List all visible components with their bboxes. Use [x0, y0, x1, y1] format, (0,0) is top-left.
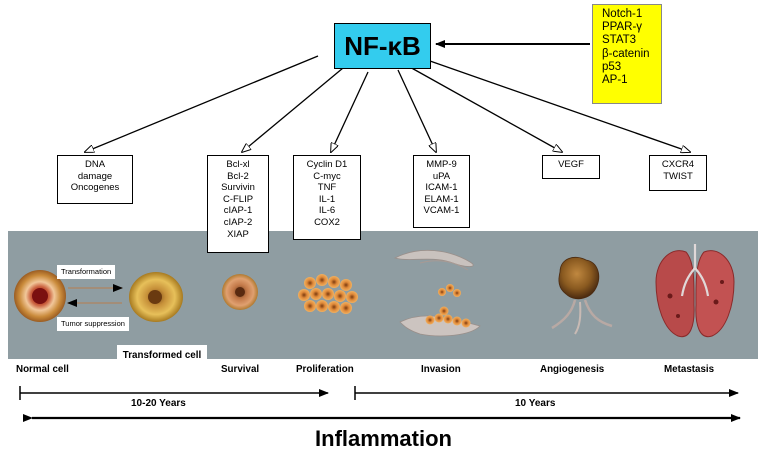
regulator-item: β-catenin — [602, 47, 650, 60]
gene-item: ELAM-1 — [424, 193, 459, 205]
stage-label-transformed-cell: Transformed cell — [117, 345, 207, 375]
gene-item: C-myc — [313, 170, 341, 182]
gene-box-survival: Bcl-xl Bcl-2 Survivin C-FLIP cIAP-1 cIAP… — [207, 155, 269, 253]
survival-cell-illustration — [222, 274, 258, 310]
regulator-item: AP-1 — [602, 74, 628, 87]
gene-item: VCAM-1 — [423, 205, 460, 217]
gene-item: IL-6 — [318, 205, 336, 217]
regulator-item: p53 — [602, 60, 622, 73]
gene-item: Bcl-xl — [226, 159, 250, 170]
gene-box-dna-damage: DNA damage Oncogenes — [57, 155, 133, 204]
stage-label-angiogenesis: Angiogenesis — [540, 364, 605, 375]
gene-item: XIAP — [227, 228, 249, 240]
gene-item: IL-1 — [318, 193, 336, 205]
timeline-second-label: 10 Years — [515, 398, 556, 409]
arrow-to-invasion-genes — [397, 69, 436, 152]
gene-box-invasion: MMP-9 uPA ICAM-1 ELAM-1 VCAM-1 — [413, 155, 470, 228]
gene-item: C-FLIP — [222, 193, 254, 205]
regulator-item: Notch-1 — [602, 8, 643, 20]
arrow-to-dna-damage — [85, 55, 319, 152]
gene-box-angiogenesis: VEGF — [542, 155, 600, 179]
gene-item: TNF — [317, 182, 337, 194]
tumor-suppression-label: Tumor suppression — [57, 317, 129, 331]
stage-label-metastasis: Metastasis — [664, 364, 715, 375]
metastasis-illustration — [655, 244, 735, 338]
gene-item: cIAP-1 — [223, 205, 253, 217]
gene-item: Survivin — [221, 182, 255, 194]
stage-label-normal-cell: Normal cell — [16, 364, 69, 375]
arrow-to-vegf — [407, 65, 562, 152]
nfkb-box: NF-κB — [334, 23, 431, 69]
gene-item: Cyclin D1 — [306, 159, 348, 170]
normal-cell-illustration — [14, 270, 66, 322]
gene-item: cIAP-2 — [223, 216, 253, 228]
timeline-first-span — [19, 386, 329, 400]
gene-item: MMP-9 — [426, 159, 457, 170]
gene-item: VEGF — [558, 159, 584, 170]
gene-box-metastasis: CXCR4 TWIST — [649, 155, 707, 191]
gene-item: DNA — [84, 159, 106, 170]
arrow-to-proliferation-genes — [331, 71, 369, 152]
proliferation-cells-illustration — [298, 274, 358, 314]
gene-item: uPA — [432, 170, 451, 182]
gene-item: Bcl-2 — [227, 170, 249, 182]
stage-label-proliferation: Proliferation — [296, 364, 354, 375]
invasion-illustration — [393, 249, 481, 337]
timeline-first-label: 10-20 Years — [131, 398, 186, 409]
gene-item: ICAM-1 — [425, 182, 458, 194]
gene-item: COX2 — [314, 216, 340, 228]
gene-box-proliferation: Cyclin D1 C-myc TNF IL-1 IL-6 COX2 — [293, 155, 361, 240]
arrow-to-cxcr4 — [429, 60, 690, 152]
gene-item: CXCR4 — [661, 159, 695, 170]
arrow-to-survival-genes — [242, 67, 344, 152]
regulator-item: STAT3 — [602, 34, 637, 47]
nfkb-label: NF-κB — [344, 31, 421, 61]
regulators-box: Notch-1 PPAR-γ STAT3 β-catenin p53 AP-1 — [592, 4, 662, 104]
gene-item: damage — [77, 170, 113, 182]
stage-label-survival: Survival — [221, 364, 260, 375]
stage-label-invasion: Invasion — [421, 364, 461, 375]
regulator-item: PPAR-γ — [602, 21, 643, 34]
gene-item: Oncogenes — [70, 182, 120, 194]
transformed-cell-illustration — [129, 272, 183, 322]
gene-item: TWIST — [663, 170, 693, 182]
transformation-label: Transformation — [57, 265, 116, 279]
timeline-second-span — [354, 386, 739, 400]
angiogenesis-illustration — [551, 256, 613, 335]
inflammation-label: Inflammation — [315, 426, 452, 451]
